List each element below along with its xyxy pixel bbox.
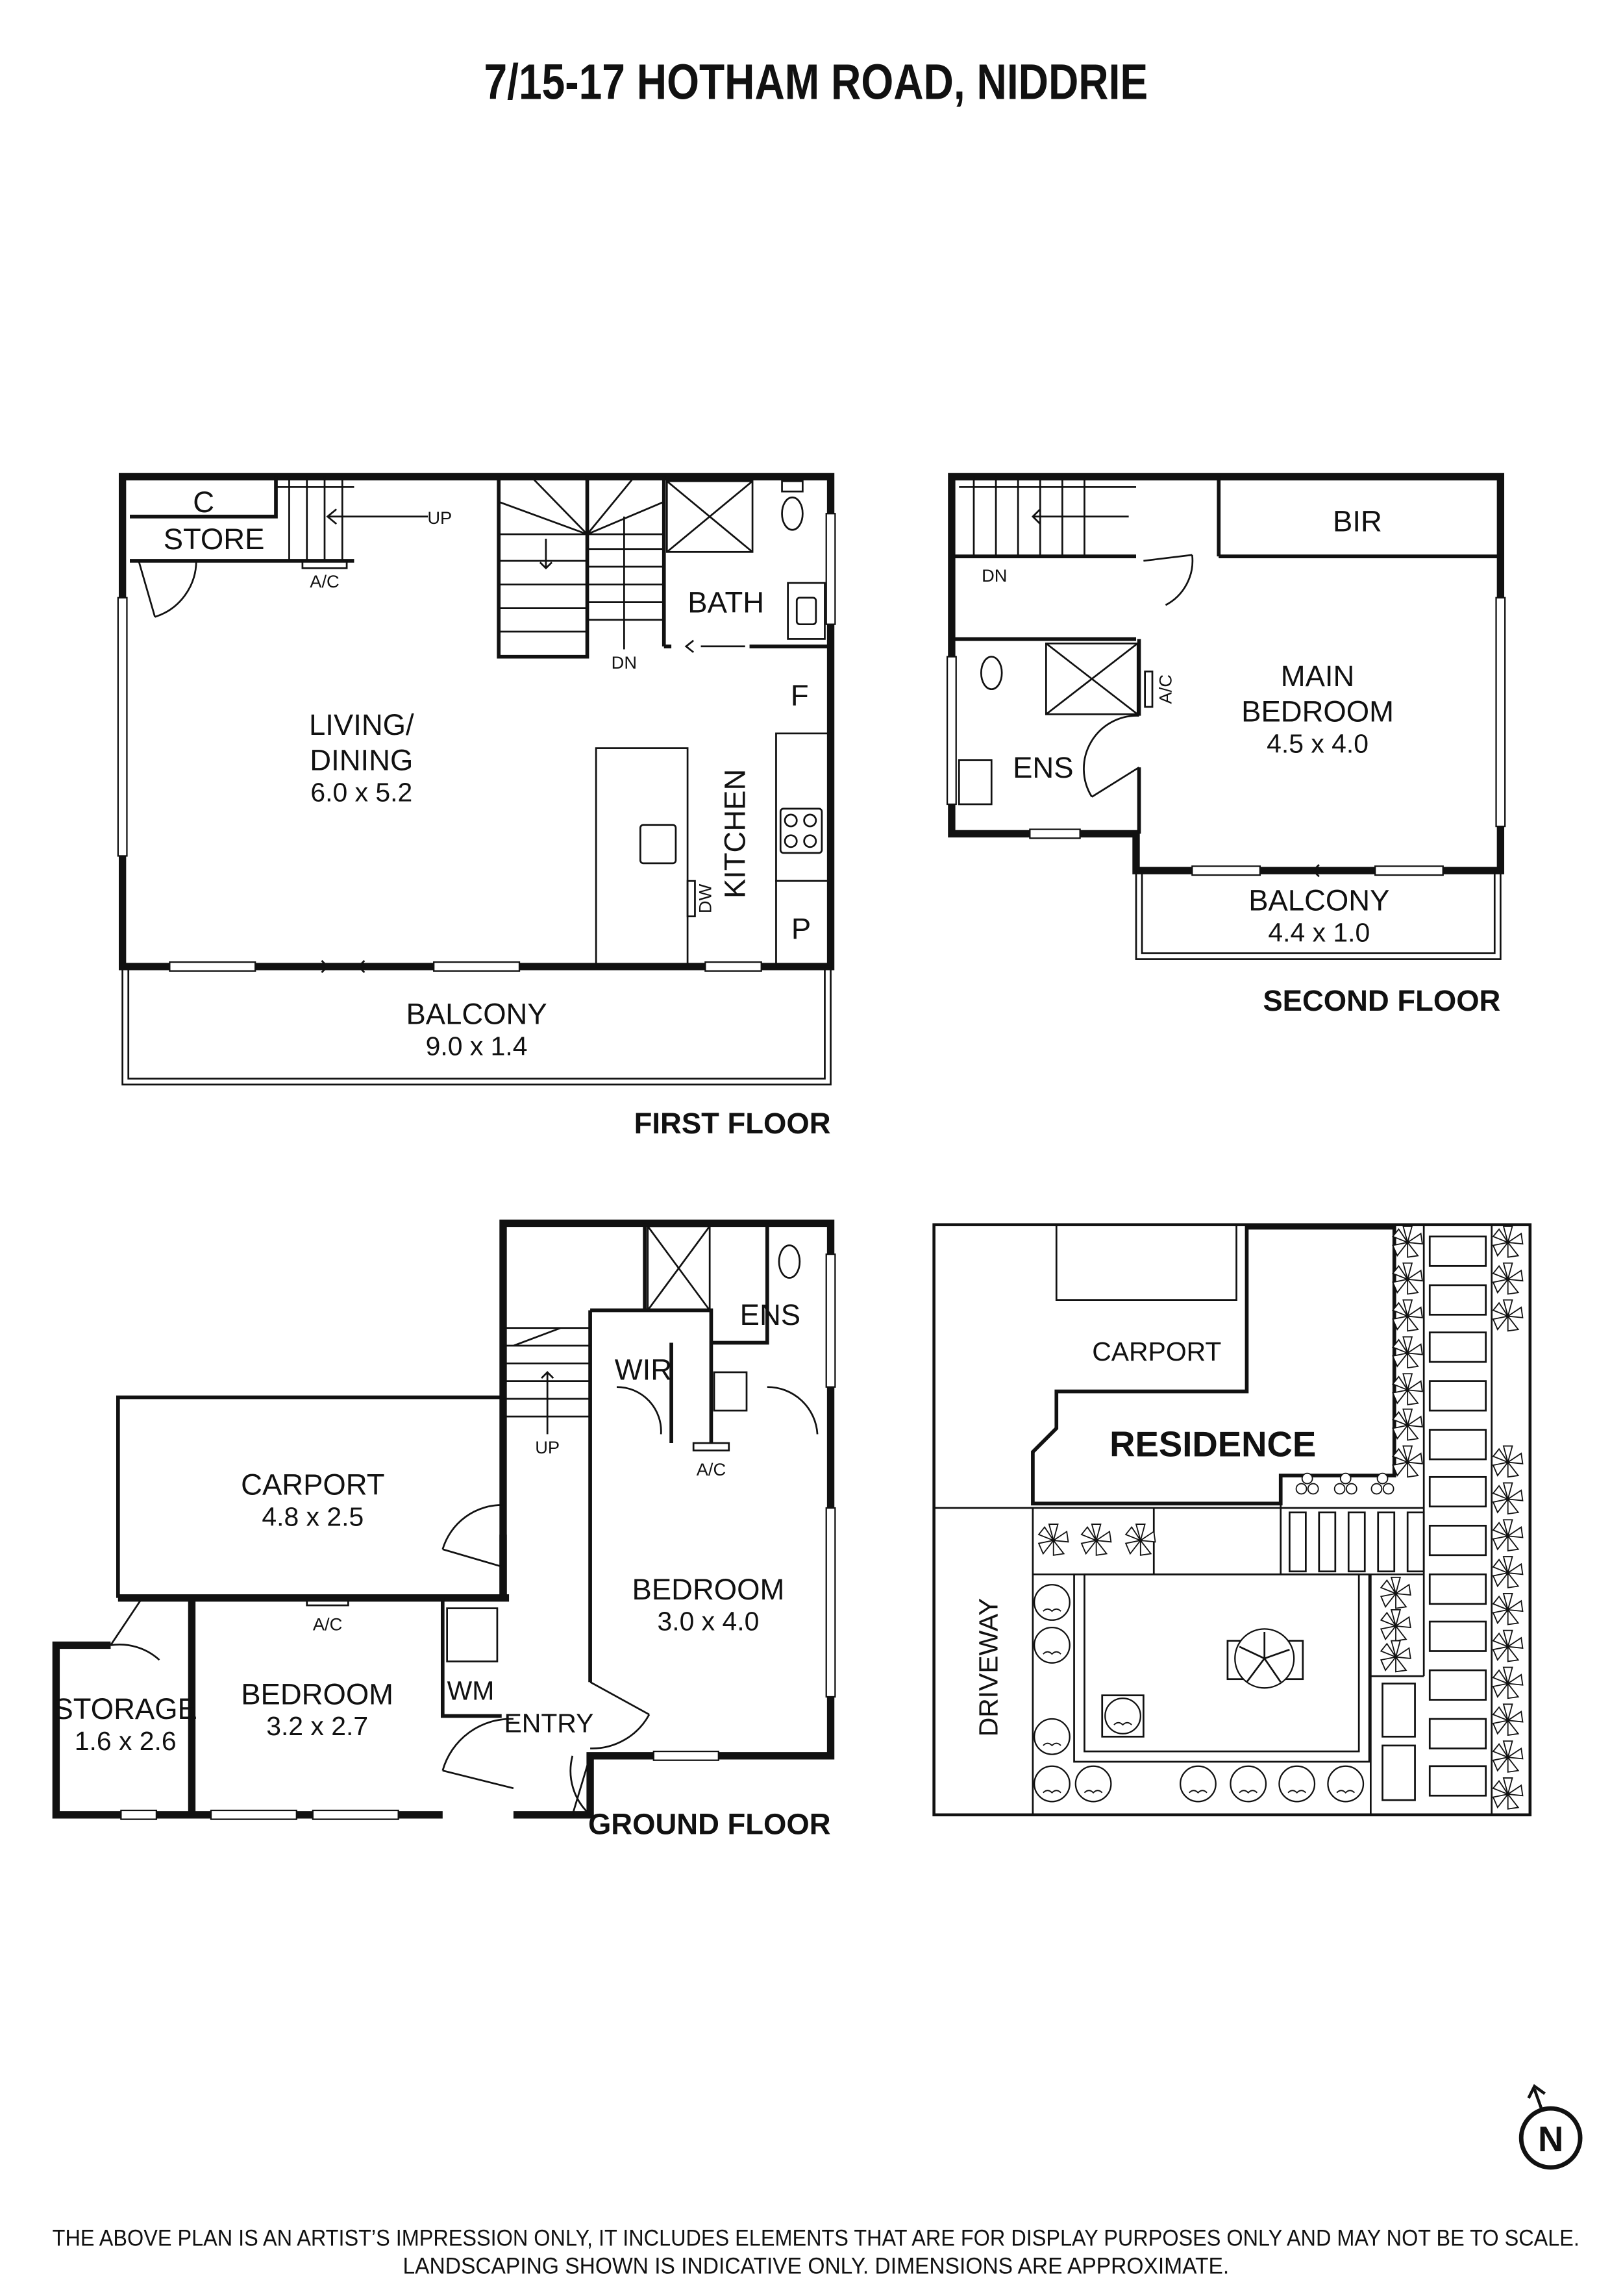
site-label-driveway: DRIVEWAY bbox=[973, 1598, 1003, 1737]
north-arrow-icon: N bbox=[1518, 2084, 1583, 2170]
washing-machine-label: WM bbox=[447, 1676, 495, 1706]
room-label-entry: ENTRY bbox=[504, 1709, 594, 1738]
basin-icon bbox=[713, 1371, 748, 1412]
site-boundary bbox=[932, 1223, 1532, 1817]
room-dims-bedroom-2: 3.2 x 2.7 bbox=[266, 1711, 368, 1741]
ac-label: A/C bbox=[310, 571, 339, 591]
sink-icon bbox=[639, 824, 677, 865]
room-dims-carport: 4.8 x 2.5 bbox=[262, 1501, 364, 1531]
room-label-store: STORE bbox=[164, 523, 265, 556]
kitchen-island bbox=[595, 747, 689, 968]
cooktop-icon bbox=[779, 808, 823, 854]
site-label-carport: CARPORT bbox=[1092, 1337, 1221, 1366]
basin-icon bbox=[958, 759, 993, 806]
room-dims-storage: 1.6 x 2.6 bbox=[75, 1726, 177, 1756]
outer-wall bbox=[52, 1219, 835, 1819]
room-label-kitchen: KITCHEN bbox=[719, 769, 752, 898]
disclaimer-line-2: LANDSCAPING SHOWN IS INDICATIVE ONLY. DI… bbox=[403, 2254, 1229, 2279]
room-label-storage: STORAGE bbox=[54, 1692, 197, 1725]
ground-floor-plan: WIR ENS UP A/C A/C CARPORT 4.8 x 2.5 BED… bbox=[52, 1219, 836, 1840]
sliding-door bbox=[169, 961, 256, 972]
site-plan: CARPORT RESIDENCE DRIVEWAY bbox=[932, 1223, 1532, 1817]
sink-icon bbox=[446, 1607, 499, 1662]
disclaimer-line-1: THE ABOVE PLAN IS AN ARTIST’S IMPRESSION… bbox=[53, 2225, 1580, 2251]
dishwasher-label: DW bbox=[695, 883, 715, 913]
stairs-down-label: DN bbox=[982, 565, 1007, 586]
first-floor-plan: C STORE A/C UP DN BATH F P LIVING/ DININ… bbox=[117, 473, 836, 1140]
ac-label: A/C bbox=[1156, 674, 1176, 704]
room-dims-balcony: 9.0 x 1.4 bbox=[426, 1031, 528, 1061]
stairs-up-label: UP bbox=[535, 1437, 560, 1457]
stairs-down-label: DN bbox=[612, 652, 637, 673]
stairs-up-label: UP bbox=[427, 508, 452, 528]
site-label-residence: RESIDENCE bbox=[1109, 1425, 1316, 1464]
room-dims-bedroom-1: 3.0 x 4.0 bbox=[657, 1607, 759, 1636]
room-label-bedroom-2: BEDROOM bbox=[241, 1677, 393, 1710]
north-label: N bbox=[1538, 2119, 1563, 2159]
residence-outline bbox=[1031, 1226, 1396, 1506]
window bbox=[704, 961, 762, 972]
page-title: 7/15-17 HOTHAM ROAD, NIDDRIE bbox=[484, 55, 1148, 110]
fridge-label: F bbox=[791, 679, 809, 712]
room-label-wir: WIR bbox=[615, 1353, 672, 1386]
room-label-cupboard: C bbox=[193, 486, 214, 519]
basin-icon bbox=[787, 582, 826, 640]
floor-label-ground: GROUND FLOOR bbox=[588, 1807, 831, 1840]
room-label-carport: CARPORT bbox=[241, 1468, 384, 1501]
toilet-icon bbox=[778, 1244, 801, 1279]
room-label-bedroom-1: BEDROOM bbox=[632, 1573, 785, 1606]
room-label-balcony: BALCONY bbox=[406, 998, 547, 1031]
sliding-door bbox=[433, 961, 521, 972]
ac-label: A/C bbox=[697, 1459, 726, 1479]
room-label-living: LIVING/ bbox=[309, 708, 414, 741]
outer-wall bbox=[948, 473, 1505, 874]
room-label-ens: ENS bbox=[740, 1298, 800, 1331]
floor-label-second: SECOND FLOOR bbox=[1263, 984, 1500, 1017]
room-label-main-bedroom: BEDROOM bbox=[1241, 695, 1394, 728]
room-label-ens: ENS bbox=[1013, 751, 1073, 784]
room-label-dining: DINING bbox=[310, 744, 413, 777]
room-label-bath: BATH bbox=[688, 586, 764, 619]
room-dims-main-bedroom: 4.5 x 4.0 bbox=[1267, 728, 1369, 758]
room-label-main: MAIN bbox=[1281, 660, 1355, 693]
second-floor-plan: BIR DN A/C ENS MAIN BEDROOM 4.5 x 4.0 BA… bbox=[946, 473, 1506, 1017]
toilet-icon bbox=[980, 656, 1003, 691]
carport-outline bbox=[116, 1395, 504, 1598]
floor-label-first: FIRST FLOOR bbox=[634, 1107, 831, 1140]
room-dims-balcony: 4.4 x 1.0 bbox=[1268, 917, 1370, 947]
room-label-balcony: BALCONY bbox=[1248, 884, 1389, 917]
toilet-icon bbox=[781, 496, 804, 531]
window bbox=[825, 513, 836, 625]
pantry-label: P bbox=[791, 912, 811, 945]
room-dims-living: 6.0 x 5.2 bbox=[310, 777, 412, 807]
ac-label: A/C bbox=[313, 1614, 342, 1635]
room-label-bir: BIR bbox=[1333, 505, 1382, 538]
window bbox=[117, 597, 128, 857]
